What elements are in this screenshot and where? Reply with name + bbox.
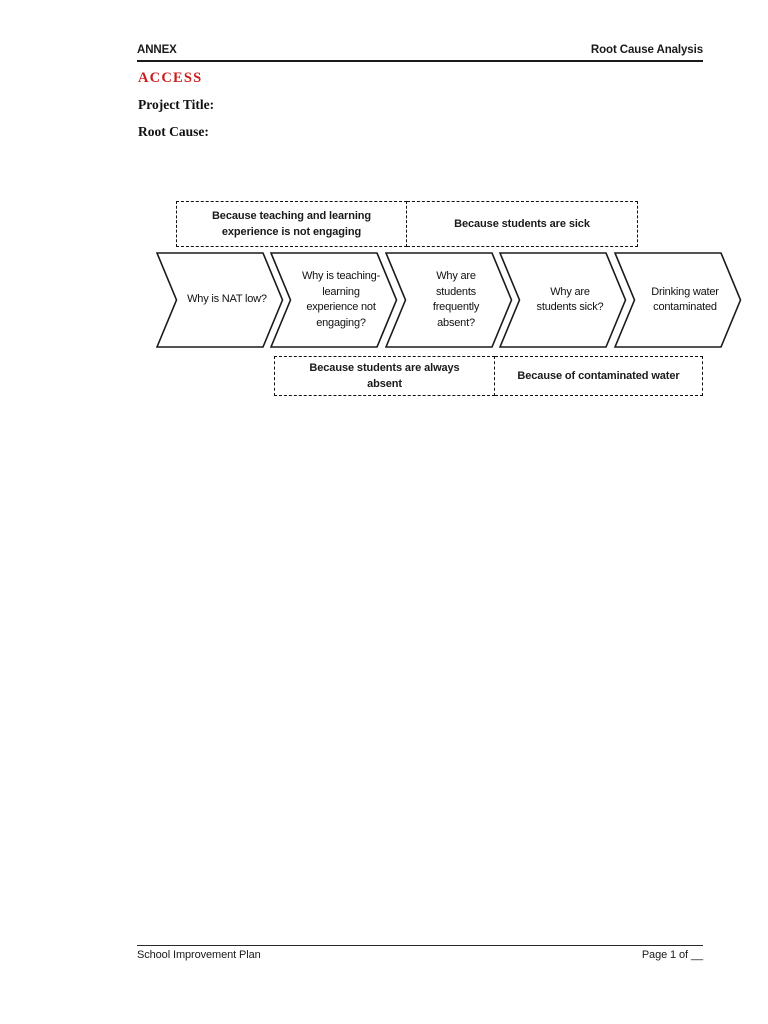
annotation-text: Because teaching and learning experience… (211, 210, 372, 238)
chevron-why-nat-low: Why is NAT low? (156, 252, 284, 348)
footer-page-number: Page 1 of __ (641, 949, 703, 961)
footer-document-name: School Improvement Plan (137, 949, 261, 961)
chevron-students-sick: Why are students sick? (499, 252, 627, 348)
chevron-text: Why is NAT low? (187, 293, 267, 306)
chevron-shape-icon (156, 252, 284, 348)
annotation-text: Because students are sick (454, 218, 590, 230)
header-title: Root Cause Analysis (590, 44, 703, 56)
header-annex-label: ANNEX (137, 44, 177, 56)
chevron-teaching-learning: Why is teaching-learning experience not … (270, 252, 398, 348)
page-header: ANNEX Root Cause Analysis (137, 44, 703, 56)
access-heading: ACCESS (138, 70, 203, 86)
footer-rule (137, 945, 703, 947)
annotation-box-teaching: Because teaching and learning experience… (176, 201, 407, 247)
chevron-frequently-absent: Why are students frequently absent? (385, 252, 513, 348)
project-title-label: Project Title: (138, 97, 215, 112)
chevron-shape-icon (614, 252, 742, 348)
header-rule (137, 60, 703, 62)
chevron-shape-icon (499, 252, 627, 348)
page-footer: School Improvement Plan Page 1 of __ (137, 949, 703, 961)
chevron-shape-icon (385, 252, 513, 348)
chevron-text: Why are students frequently absent? (432, 270, 480, 329)
annotation-box-contaminated-water: Because of contaminated water (495, 356, 703, 396)
chevron-text: Drinking water contaminated (651, 285, 719, 314)
chevron-water-contaminated: Drinking water contaminated (614, 252, 742, 348)
annotation-box-sick: Because students are sick (407, 201, 638, 247)
annotation-text: Because of contaminated water (517, 370, 680, 382)
annotation-box-always-absent: Because students are always absent (274, 356, 495, 396)
root-cause-label: Root Cause: (138, 124, 209, 139)
chevron-shape-icon (270, 252, 398, 348)
annotation-text: Because students are always absent (309, 362, 460, 390)
chevron-text: Why are students sick? (536, 285, 604, 314)
chevron-text: Why is teaching-learning experience not … (301, 270, 381, 329)
